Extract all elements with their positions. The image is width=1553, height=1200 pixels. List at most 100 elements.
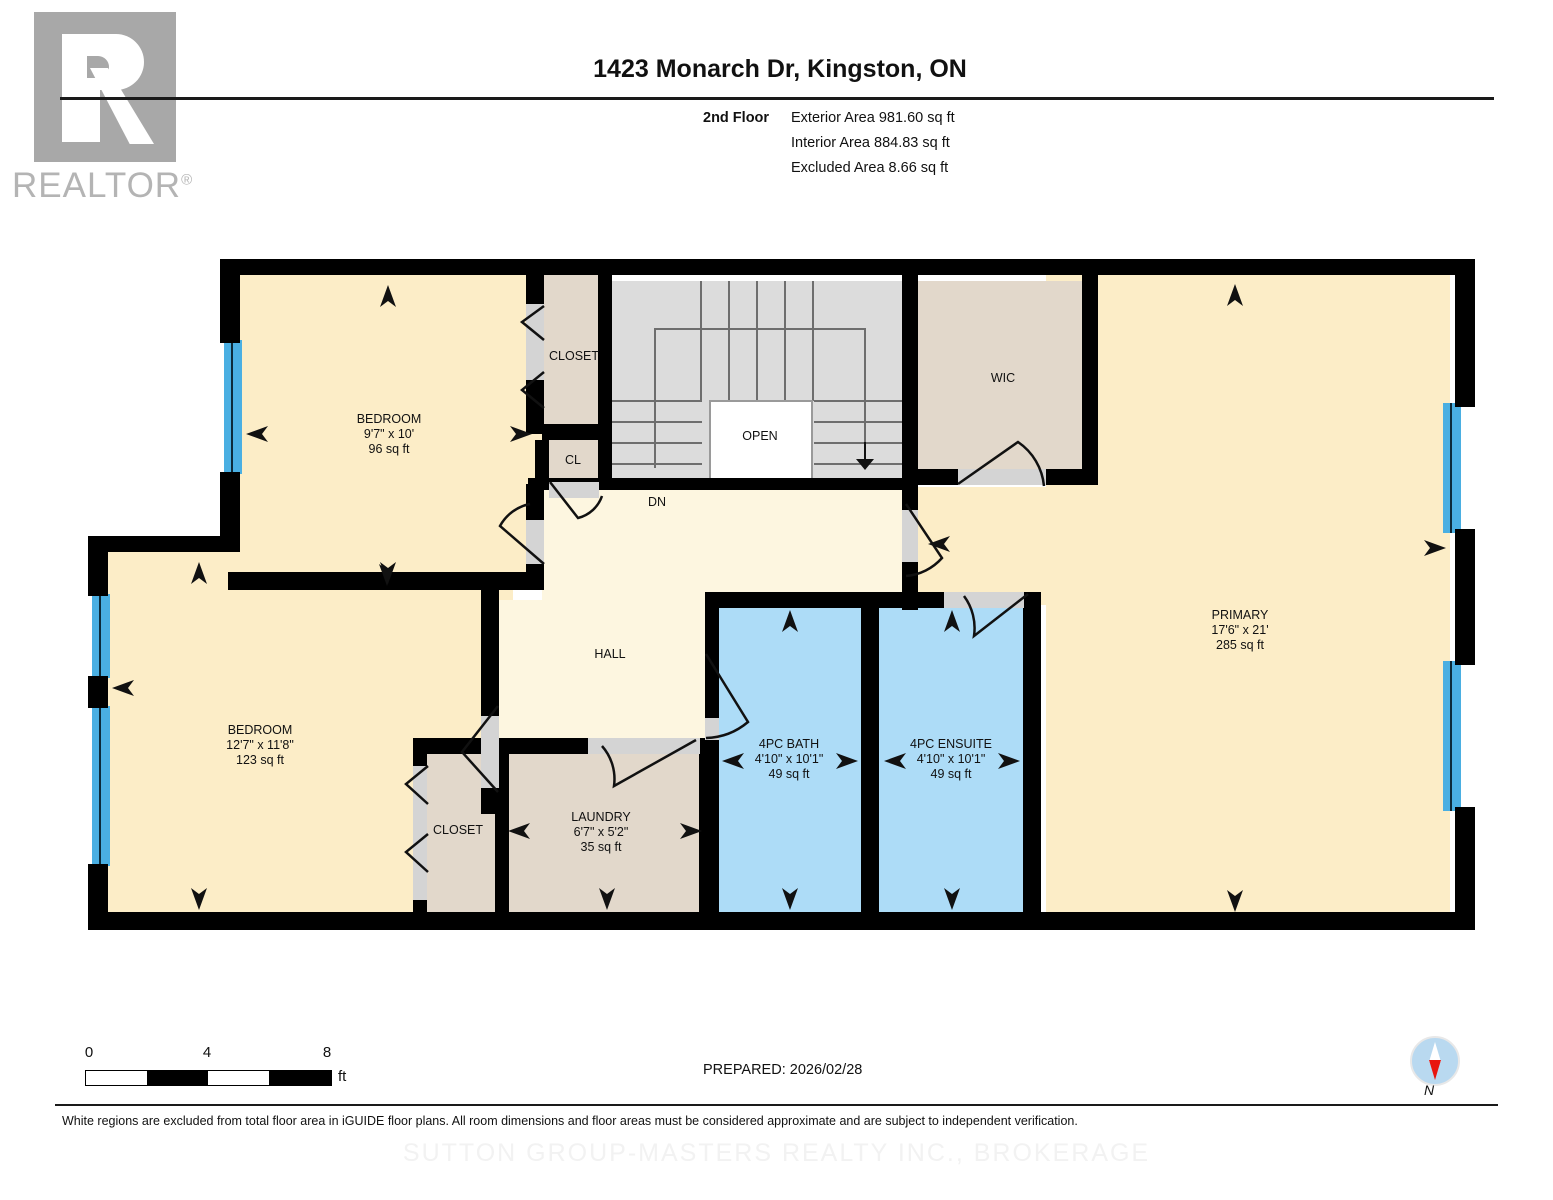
laundry-fill	[508, 752, 706, 912]
realtor-logo-r-bowl-top	[87, 34, 113, 56]
dimension-arrow-right	[510, 426, 532, 442]
room-label-stair-dn: DN	[648, 495, 666, 510]
stair-nosing	[654, 328, 866, 330]
door-sill-wic	[958, 469, 1046, 485]
interior-wall-stair-west	[598, 272, 612, 304]
exterior-wall-east-b	[1455, 529, 1475, 665]
realtor-logo: REALTOR®	[12, 8, 202, 208]
room-name: BEDROOM	[227, 723, 293, 737]
dimension-arrow-up	[782, 610, 798, 632]
interior-wall-wic-south-right	[1046, 469, 1098, 485]
room-name: WIC	[990, 371, 1016, 385]
floor-label: 2nd Floor	[703, 110, 770, 126]
room-name: CLOSET	[548, 349, 600, 363]
room-label-bath-4pc: 4PC BATH 4'10" x 10'1" 49 sq ft	[755, 737, 824, 782]
door-sill-primary	[902, 510, 918, 562]
stair-tread	[814, 463, 904, 465]
stair-tread	[612, 400, 702, 402]
dimension-arrow-up	[944, 610, 960, 632]
door-swing-bath	[704, 653, 750, 740]
interior-wall-cl-east	[598, 440, 612, 488]
interior-wall-wic-south-left	[902, 469, 958, 485]
window-mullion	[1450, 403, 1452, 533]
title-divider	[60, 97, 1494, 100]
bedroom-1-fill	[236, 272, 542, 588]
interior-wall-bedroom1-south	[228, 572, 542, 590]
bath-4pc-fill	[715, 606, 863, 912]
excluded-area-text: Excluded Area 8.66 sq ft	[791, 160, 949, 176]
dimension-arrow-left	[112, 680, 134, 696]
window-primary-east-lower	[1443, 661, 1461, 811]
window-bedroom1-west	[224, 340, 242, 474]
stair-tread	[814, 421, 904, 423]
exterior-area-text: Exterior Area 981.60 sq ft	[791, 110, 955, 126]
window-bedroom2-west-upper	[92, 594, 110, 678]
door-swing-laundry	[601, 738, 697, 789]
door-sill-bedroom2	[481, 716, 499, 788]
dimension-arrow-left	[246, 426, 268, 442]
room-name: DN	[647, 495, 667, 509]
stair-tread	[814, 442, 904, 444]
room-dims: 12'7" x 11'8"	[226, 738, 294, 752]
wic-fill	[916, 281, 1084, 471]
interior-wall-wic-west	[902, 272, 918, 482]
dimension-arrow-right	[680, 823, 702, 839]
room-label-hall: HALL	[594, 647, 625, 662]
room-label-closet-top: CLOSET	[549, 349, 599, 364]
room-area: 49 sq ft	[768, 767, 810, 781]
hall-fill	[542, 487, 916, 605]
closet-cl-fill	[548, 440, 606, 484]
registered-mark: ®	[181, 171, 194, 189]
window-mullion	[231, 340, 233, 474]
interior-wall-bedroom1-east-top	[526, 272, 544, 306]
interior-wall-wic-east	[1082, 272, 1098, 482]
room-label-bedroom-1: BEDROOM 9'7" x 10' 96 sq ft	[357, 412, 422, 457]
room-dims: 4'10" x 10'1"	[754, 752, 824, 766]
interior-wall-closet-south	[542, 424, 612, 440]
scale-tick-8: 8	[322, 1044, 332, 1061]
compass-north-label: N	[1424, 1082, 1435, 1098]
compass-needle-south	[1429, 1060, 1441, 1080]
window-mullion	[99, 594, 101, 678]
room-label-stair-open: OPEN	[742, 429, 777, 444]
window-mullion	[1450, 661, 1452, 811]
interior-wall-bath-west	[705, 592, 719, 720]
stair-open-well	[709, 400, 813, 482]
exterior-wall-east-c	[1455, 807, 1475, 930]
door-swing-closet-upper	[519, 304, 545, 341]
door-sill-closet-top-upper	[526, 304, 544, 380]
door-swing-cl	[549, 481, 604, 520]
room-label-laundry: LAUNDRY 6'7" x 5'2" 35 sq ft	[571, 810, 631, 855]
exterior-wall-west-lower-a	[88, 536, 108, 596]
interior-wall-hall-west-lower	[481, 786, 499, 814]
window-bedroom2-west-lower	[92, 706, 110, 866]
prepared-date: PREPARED: 2026/02/28	[703, 1062, 863, 1078]
room-name: BEDROOM	[356, 412, 422, 426]
dimension-arrow-down	[191, 888, 207, 910]
interior-wall-stair-south	[612, 478, 916, 490]
footer-divider	[55, 1104, 1498, 1106]
room-dims: 4'10" x 10'1"	[916, 752, 986, 766]
room-label-primary: PRIMARY 17'6" x 21' 285 sq ft	[1211, 608, 1268, 653]
stair-tread	[756, 281, 758, 401]
stair-tread	[812, 281, 814, 401]
dimension-arrow-up	[380, 285, 396, 307]
room-area: 35 sq ft	[580, 840, 622, 854]
stair-tread	[784, 281, 786, 401]
door-swing-bedroom1	[498, 502, 545, 565]
room-dims: 9'7" x 10'	[363, 427, 415, 441]
realtor-wordmark: REALTOR®	[12, 166, 202, 206]
stair-tread	[814, 400, 904, 402]
exterior-wall-south	[88, 912, 1475, 930]
exterior-wall-west-upper-mid	[220, 472, 240, 550]
interior-wall-closet-east	[598, 272, 612, 424]
dimension-arrow-up	[1227, 284, 1243, 306]
dimension-arrow-left	[928, 536, 950, 552]
door-sill-cl	[549, 482, 599, 498]
scale-segment	[269, 1071, 331, 1085]
interior-wall-bath-mid	[861, 592, 879, 916]
scale-segment	[86, 1071, 147, 1085]
compass-needle-north	[1429, 1042, 1441, 1062]
dimension-arrow-right	[998, 753, 1020, 769]
dimension-arrow-down	[1227, 890, 1243, 912]
